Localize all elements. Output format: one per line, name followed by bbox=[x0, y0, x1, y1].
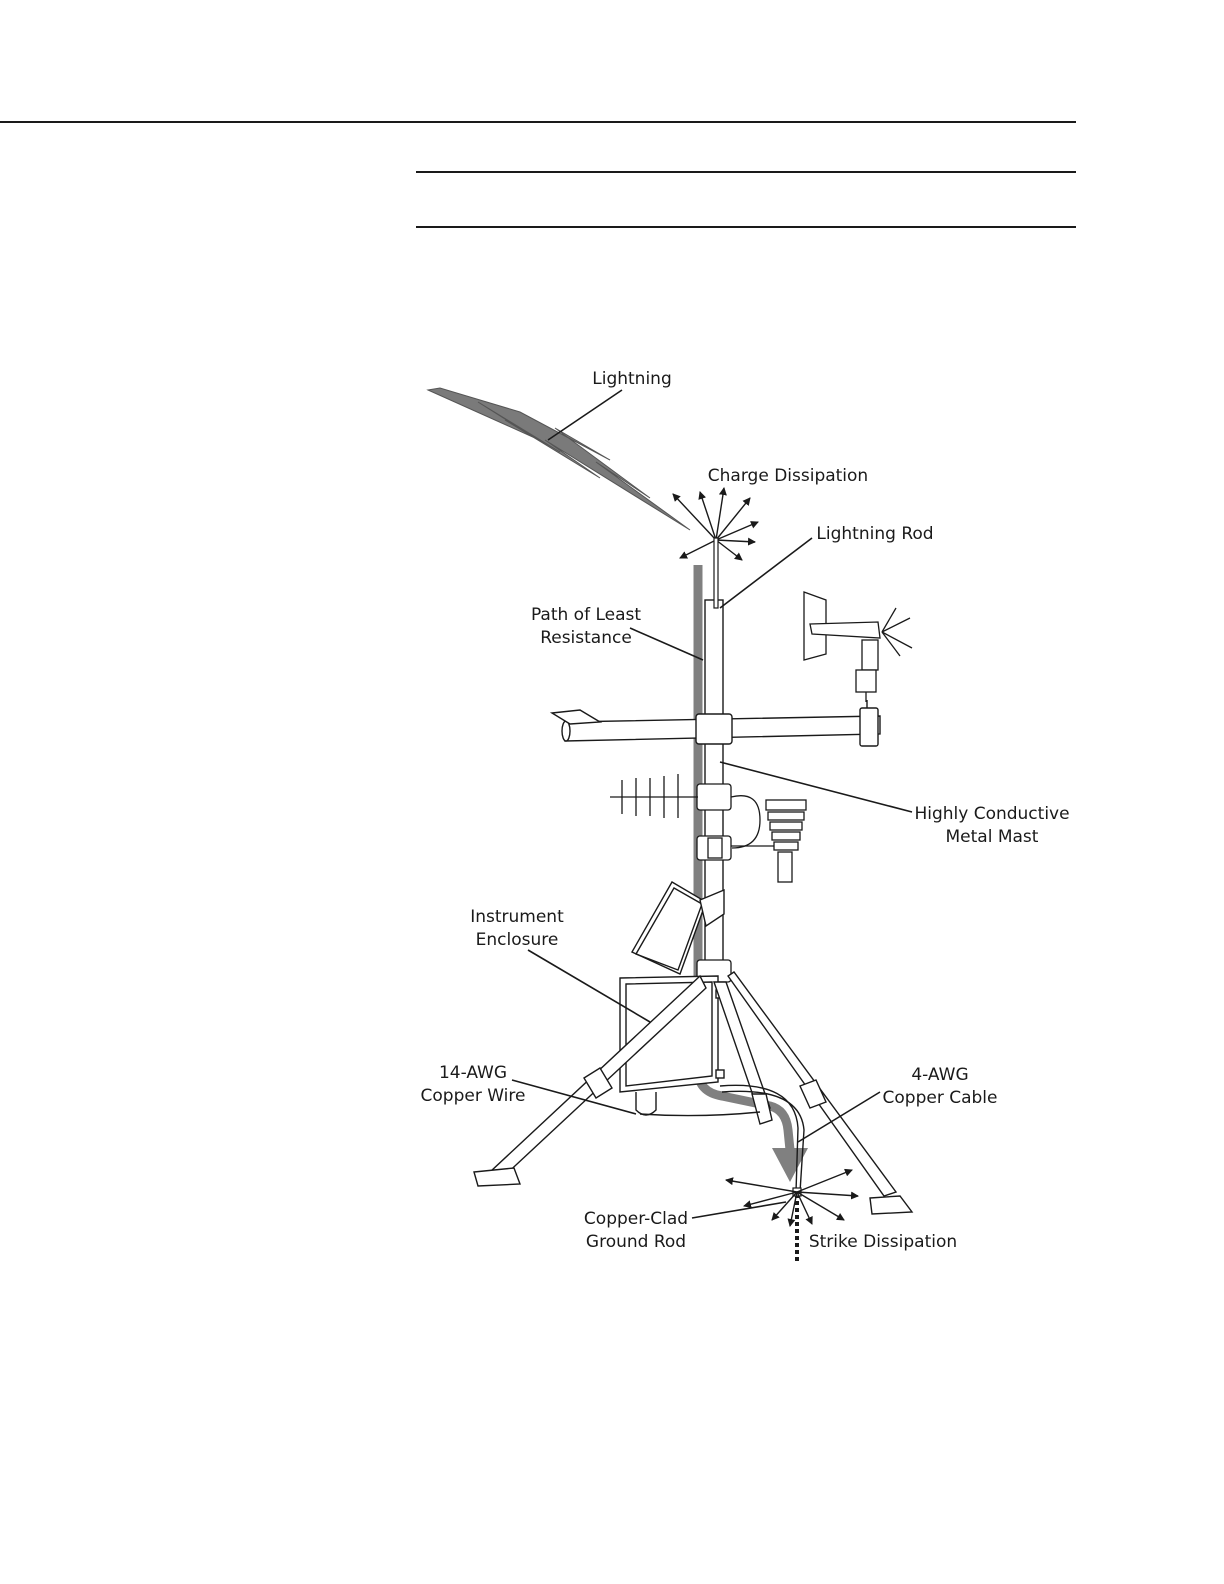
label-wire-line2: Copper Wire bbox=[421, 1086, 526, 1106]
label-mast-line2: Metal Mast bbox=[946, 827, 1039, 847]
label-strike-dissipation: Strike Dissipation bbox=[809, 1232, 957, 1252]
antenna bbox=[610, 774, 760, 848]
label-wire-line1: 14-AWG bbox=[439, 1063, 507, 1083]
label-charge-dissipation: Charge Dissipation bbox=[708, 466, 868, 486]
wind-sensor bbox=[804, 592, 912, 702]
label-enclosure-line1: Instrument bbox=[470, 907, 564, 927]
strike-dissipation-arrows bbox=[726, 1170, 858, 1226]
label-ground-line1: Copper-Clad bbox=[584, 1209, 688, 1229]
label-path-line2: Resistance bbox=[540, 628, 632, 648]
label-mast-line1: Highly Conductive bbox=[914, 804, 1069, 824]
lightning-bolt bbox=[428, 388, 690, 530]
diagram-labels: Lightning Charge Dissipation Lightning R… bbox=[421, 369, 1070, 1252]
label-path-line1: Path of Least bbox=[531, 605, 641, 625]
label-cable-line1: 4-AWG bbox=[911, 1065, 968, 1085]
label-lightning: Lightning bbox=[592, 369, 672, 389]
label-lightning-rod: Lightning Rod bbox=[816, 524, 933, 544]
copper-wires bbox=[640, 1085, 804, 1192]
label-enclosure-line2: Enclosure bbox=[476, 930, 559, 950]
label-ground-line2: Ground Rod bbox=[586, 1232, 686, 1252]
label-cable-line2: Copper Cable bbox=[883, 1088, 998, 1108]
